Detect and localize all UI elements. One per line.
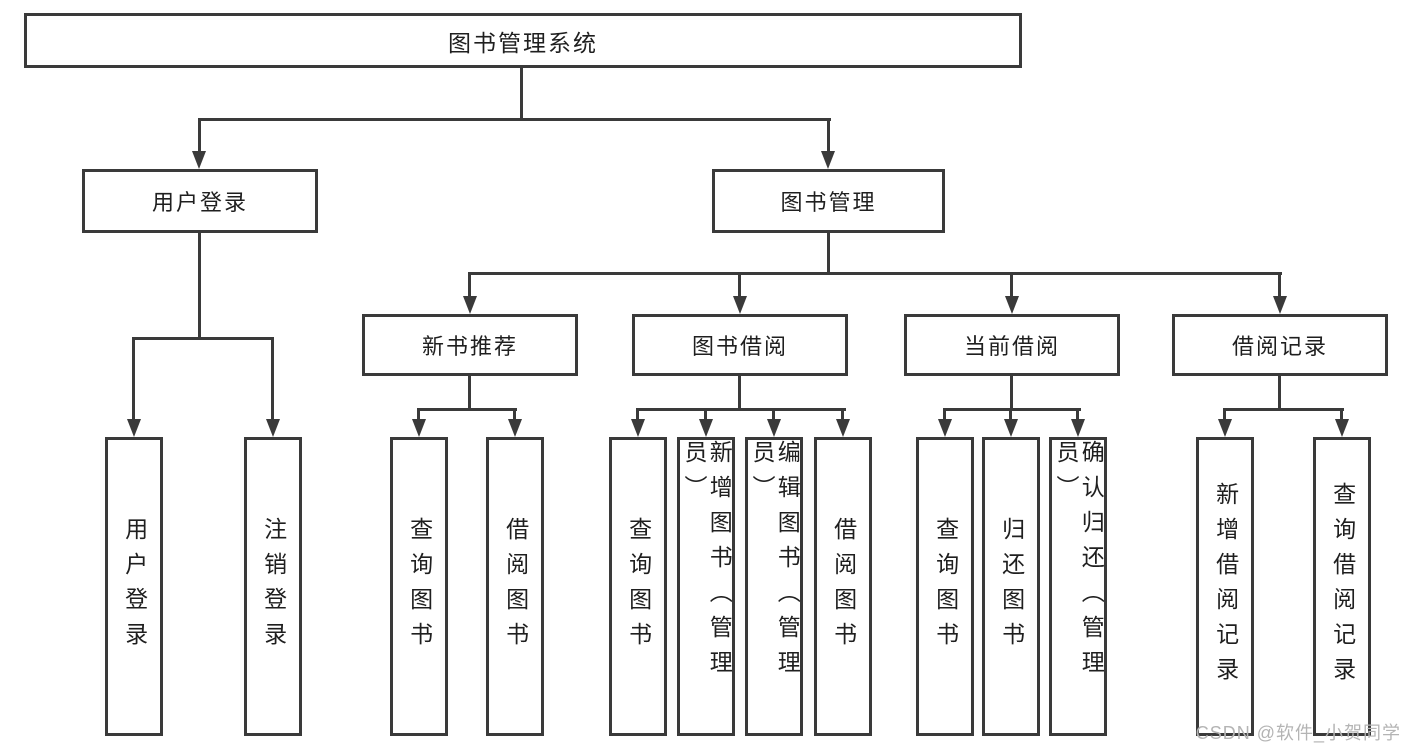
arrow-down-icon: [508, 419, 522, 437]
arrow-down-icon: [1273, 296, 1287, 314]
connector-line: [943, 408, 946, 421]
node-label: 当前借阅: [963, 334, 1060, 359]
connector-line: [1010, 376, 1013, 410]
leaf-label: 借阅图书: [502, 516, 529, 657]
leaf-borrow-books-recommend: 借阅图书: [486, 437, 544, 736]
arrow-down-icon: [767, 419, 781, 437]
arrow-down-icon: [1071, 419, 1085, 437]
arrow-down-icon: [1005, 296, 1019, 314]
leaf-confirm-return-admin: 确认归还（管理员）: [1049, 437, 1107, 736]
connector-line: [827, 233, 830, 274]
arrow-down-icon: [733, 296, 747, 314]
leaf-query-borrow-record: 查询借阅记录: [1313, 437, 1371, 736]
connector-line: [468, 376, 471, 410]
leaf-label: 查询图书: [932, 516, 959, 657]
connector-line: [637, 408, 846, 411]
node-label: 图书管理: [780, 190, 877, 215]
connector-line: [468, 272, 471, 298]
node-label: 用户登录: [151, 190, 248, 215]
watermark: CSDN @软件_小贺同学: [1195, 723, 1401, 743]
arrow-down-icon: [1004, 419, 1018, 437]
connector-line: [417, 408, 420, 421]
connector-line: [133, 337, 274, 340]
connector-line: [841, 408, 844, 421]
node-user-login: 用户登录: [82, 169, 318, 233]
arrow-down-icon: [192, 151, 206, 169]
connector-line: [198, 118, 831, 121]
connector-line: [1009, 408, 1012, 421]
connector-line: [704, 408, 707, 421]
connector-line: [198, 233, 201, 337]
arrow-down-icon: [1335, 419, 1349, 437]
arrow-down-icon: [412, 419, 426, 437]
arrow-down-icon: [699, 419, 713, 437]
node-label: 图书借阅: [691, 334, 788, 359]
connector-line: [271, 337, 274, 421]
node-label: 新书推荐: [421, 334, 518, 359]
connector-line: [1223, 408, 1226, 421]
leaf-user-login: 用户登录: [105, 437, 163, 736]
arrow-down-icon: [938, 419, 952, 437]
leaf-edit-book-admin: 编辑图书（管理员）: [745, 437, 803, 736]
connector-line: [738, 272, 741, 298]
connector-line: [1224, 408, 1344, 411]
connector-line: [738, 376, 741, 410]
leaf-label: 新增图书（管理员）: [681, 440, 733, 685]
arrow-down-icon: [266, 419, 280, 437]
connector-line: [827, 118, 830, 153]
leaf-label: 注销登录: [260, 516, 287, 657]
connector-line: [1340, 408, 1343, 421]
leaf-borrow-books: 借阅图书: [814, 437, 872, 736]
leaf-add-borrow-record: 新增借阅记录: [1196, 437, 1254, 736]
connector-line: [417, 408, 517, 411]
connector-line: [1278, 272, 1281, 298]
connector-line: [132, 337, 135, 421]
node-new-book-recommend: 新书推荐: [362, 314, 578, 376]
node-current-borrow: 当前借阅: [904, 314, 1120, 376]
leaf-return-book: 归还图书: [982, 437, 1040, 736]
leaf-label: 用户登录: [121, 516, 148, 657]
leaf-label: 确认归还（管理员）: [1053, 440, 1105, 685]
connector-line: [1010, 272, 1013, 298]
connector-line: [198, 118, 201, 153]
connector-line: [520, 68, 523, 118]
connector-line: [944, 408, 1081, 411]
leaf-query-books-borrow: 查询图书: [609, 437, 667, 736]
leaf-label: 查询图书: [406, 516, 433, 657]
connector-line: [636, 408, 639, 421]
leaf-label: 编辑图书（管理员）: [749, 440, 801, 685]
leaf-query-books-current: 查询图书: [916, 437, 974, 736]
arrow-down-icon: [127, 419, 141, 437]
arrow-down-icon: [836, 419, 850, 437]
arrow-down-icon: [463, 296, 477, 314]
arrow-down-icon: [821, 151, 835, 169]
leaf-logout: 注销登录: [244, 437, 302, 736]
leaf-label: 借阅图书: [830, 516, 857, 657]
connector-line: [1076, 408, 1079, 421]
node-label: 图书管理系统: [448, 29, 598, 56]
connector-line: [469, 272, 1282, 275]
node-label: 借阅记录: [1231, 334, 1328, 359]
leaf-label: 查询图书: [625, 516, 652, 657]
leaf-label: 查询借阅记录: [1329, 481, 1356, 692]
leaf-label: 归还图书: [998, 516, 1025, 657]
connector-line: [1278, 376, 1281, 410]
leaf-add-book-admin: 新增图书（管理员）: [677, 437, 735, 736]
node-library-system: 图书管理系统: [24, 13, 1022, 68]
node-borrow-records: 借阅记录: [1172, 314, 1388, 376]
node-book-management: 图书管理: [712, 169, 945, 233]
leaf-query-books-recommend: 查询图书: [390, 437, 448, 736]
leaf-label: 新增借阅记录: [1212, 481, 1239, 692]
arrow-down-icon: [631, 419, 645, 437]
connector-line: [772, 408, 775, 421]
arrow-down-icon: [1218, 419, 1232, 437]
node-book-borrow: 图书借阅: [632, 314, 848, 376]
connector-line: [513, 408, 516, 421]
